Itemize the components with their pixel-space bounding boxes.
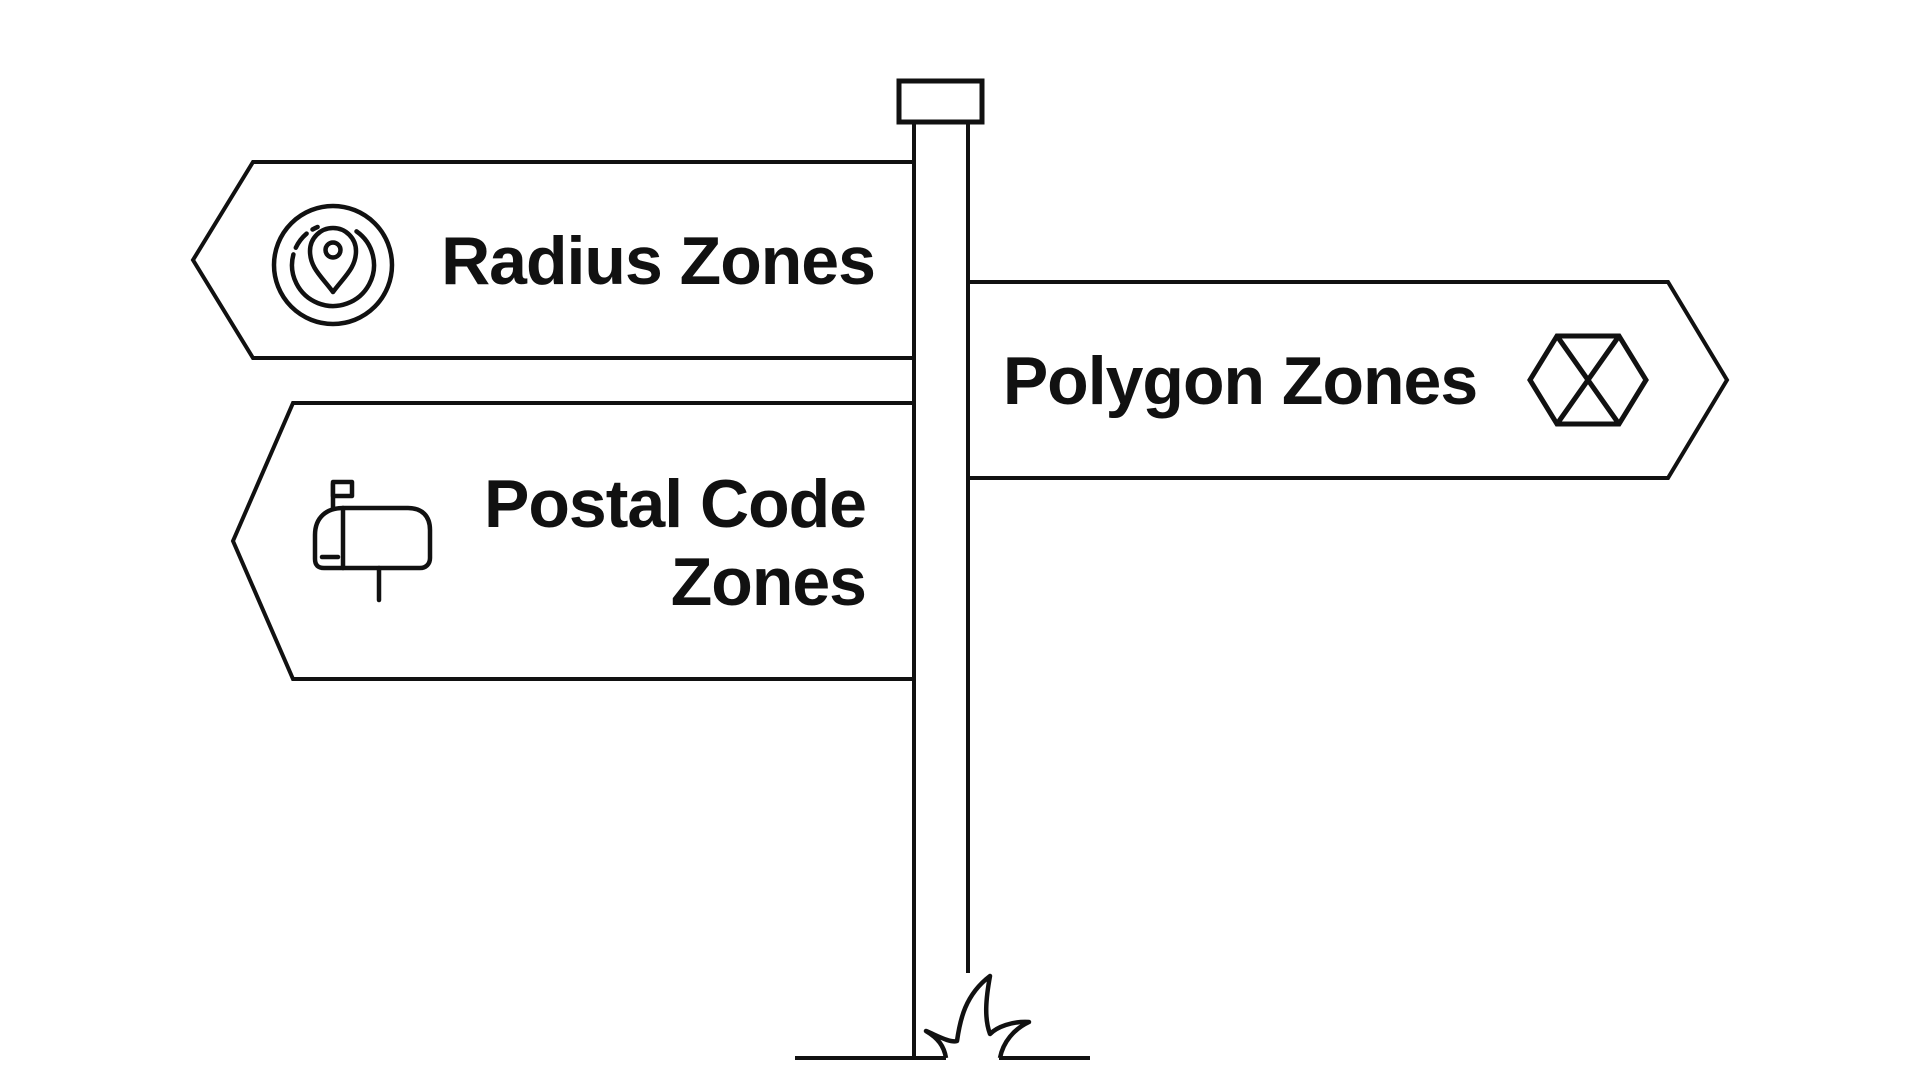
map-pin-hole <box>323 240 343 260</box>
radius-sign-plate <box>190 160 942 360</box>
postal-code-label-line1: Postal Code <box>484 466 866 542</box>
polygon-zones-sign[interactable]: Polygon Zones <box>964 280 1730 480</box>
mailbox-icon <box>312 479 433 603</box>
radius-outer-circle <box>271 203 395 327</box>
pole-cap <box>896 78 985 125</box>
postal-code-label-line2: Zones <box>671 544 866 620</box>
grass-tuft-icon <box>923 973 1032 1059</box>
signpost-pole <box>896 78 985 1058</box>
mailbox-flag <box>330 479 355 499</box>
radius-inner-arc-long <box>289 229 377 309</box>
radius-inner-arc-medium <box>293 231 309 250</box>
radius-location-icon <box>271 203 395 327</box>
polygon-zones-label: Polygon Zones <box>1003 343 1477 419</box>
ground <box>795 973 1090 1060</box>
postal-code-zones-sign[interactable]: Postal Code Zones <box>230 401 942 681</box>
radius-zones-label: Radius Zones <box>441 223 875 299</box>
hexagon-x-icon <box>1527 333 1649 427</box>
map-pin-icon <box>307 225 359 295</box>
radius-inner-dash-short <box>310 224 320 232</box>
radius-zones-sign[interactable]: Radius Zones <box>190 160 942 360</box>
pole-fill <box>912 120 970 1058</box>
hexagon-diagonal-2 <box>1554 334 1622 426</box>
postal-sign-plate <box>230 401 942 681</box>
